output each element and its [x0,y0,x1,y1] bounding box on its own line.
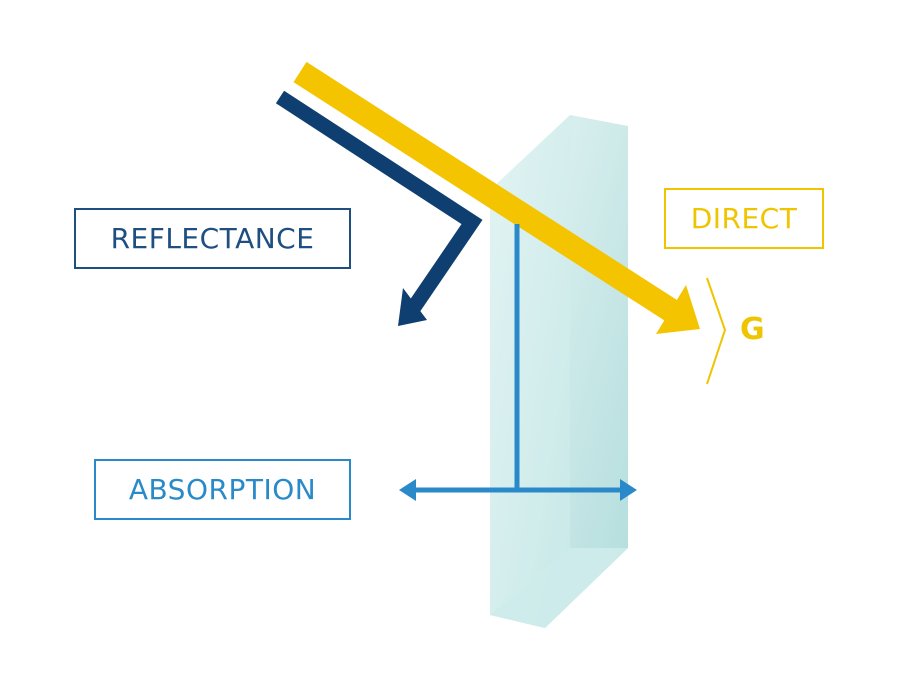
g-value-label: G [740,312,765,347]
direct-ray [293,61,682,324]
glass-pane-face [490,115,628,628]
reflected-ray-arrowhead [398,288,427,326]
direct-label: DIRECT [664,188,824,249]
reflected-ray [275,90,483,318]
direct-ray-arrowhead [656,285,700,334]
g-value-bracket [706,277,727,385]
reflectance-label: REFLECTANCE [74,208,351,269]
glass-pane-bottom [490,548,628,628]
absorption-label: ABSORPTION [94,459,351,520]
absorption-arrowhead-right [620,479,637,501]
absorption-arrowhead-left [399,479,416,501]
